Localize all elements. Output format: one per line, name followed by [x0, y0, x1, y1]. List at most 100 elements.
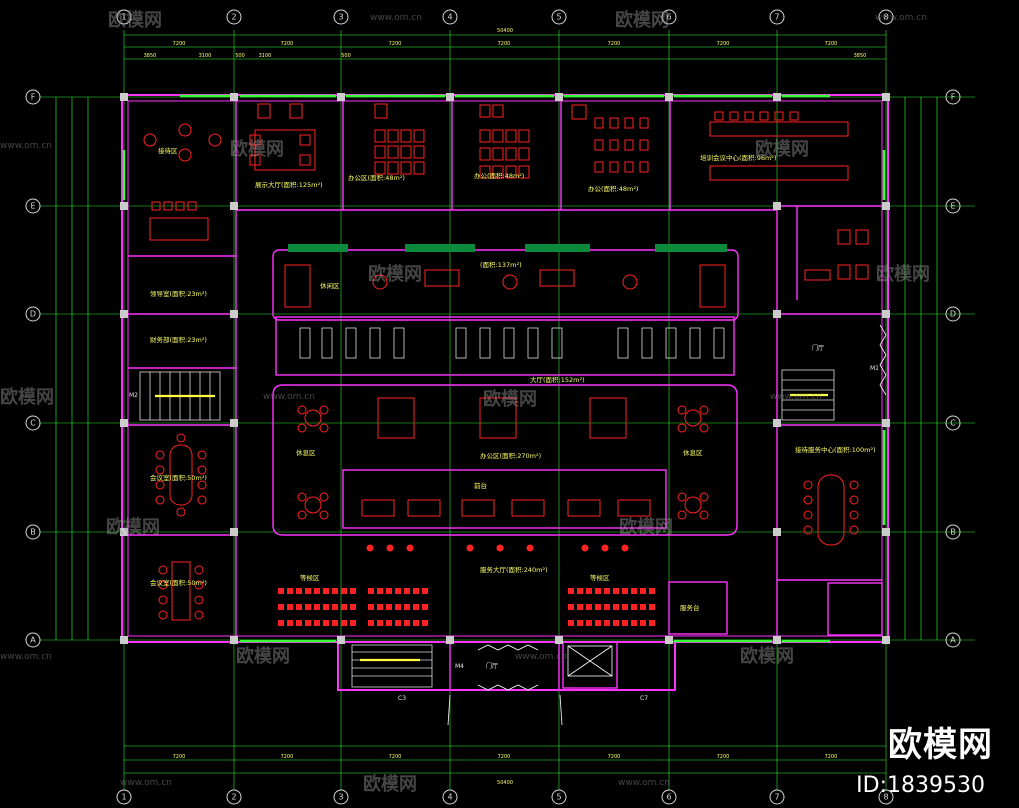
label-office-right: 办公(面积:48m²) [588, 184, 638, 193]
svg-text:www.om.cn: www.om.cn [0, 652, 52, 662]
furniture-top-rooms [143, 103, 849, 241]
svg-text:6: 6 [666, 793, 671, 802]
bottom-dim-3: 7200 [389, 754, 402, 760]
label-hall-152: 大厅(面积:152m²) [530, 375, 585, 384]
column-axis-bubbles-top: 1 2 3 4 5 6 7 8 [116, 9, 894, 25]
top-total-dim: 50400 [497, 28, 513, 34]
folding-door-right [879, 324, 887, 396]
top-sub-3: 500 [235, 53, 245, 59]
svg-text:1: 1 [121, 13, 126, 22]
toilets [804, 229, 869, 281]
svg-text:5: 5 [556, 13, 561, 22]
label-meeting-50-1: 会议室(面积:50m²) [150, 473, 207, 482]
svg-text:A: A [30, 636, 36, 645]
svg-text:欧模网: 欧模网 [0, 386, 54, 408]
svg-text:F: F [31, 93, 36, 102]
top-dim-4: 7200 [498, 41, 511, 47]
entrance-doors [447, 644, 563, 726]
brand-logo-text: 欧模网 [888, 725, 993, 765]
top-sub-14: 3850 [854, 53, 867, 59]
svg-text:B: B [30, 528, 36, 537]
top-sub-4: 3100 [259, 53, 272, 59]
label-service-counter: 服务台 [680, 603, 700, 612]
bottom-dim-5: 7200 [608, 754, 621, 760]
svg-text:www.om.cn: www.om.cn [618, 778, 670, 788]
label-office-mid: 办公(面积:48m²) [474, 171, 524, 180]
label-stair-c3: C3 [398, 695, 406, 702]
svg-text:3: 3 [338, 13, 343, 22]
brand-id-label: ID:1839530 [856, 773, 985, 798]
svg-text:8: 8 [883, 13, 888, 22]
top-dim-1: 7200 [173, 41, 186, 47]
bottom-dim-6: 7200 [717, 754, 730, 760]
furniture-central-top [284, 264, 726, 308]
svg-text:E: E [950, 202, 955, 211]
structural-columns [120, 93, 890, 644]
top-dim-5: 7200 [608, 41, 621, 47]
label-door-m1: M1 [870, 365, 879, 372]
svg-text:欧模网: 欧模网 [755, 138, 809, 160]
label-conference: 培训会议中心(面积:96m²) [700, 153, 776, 162]
svg-text:欧模网: 欧模网 [108, 9, 162, 31]
svg-text:www.om.cn: www.om.cn [770, 392, 822, 402]
windows [122, 94, 886, 643]
elevator [567, 645, 613, 677]
svg-text:E: E [30, 202, 35, 211]
top-dim-7: 7200 [825, 41, 838, 47]
dimension-lines [55, 34, 938, 774]
svg-text:7: 7 [774, 13, 779, 22]
bottom-total-dim: 50400 [497, 780, 513, 786]
watermarks: www.om.cn 欧模网 欧模网 欧模网 欧模网 欧模网 www.om.cn … [0, 9, 930, 795]
svg-text:欧模网: 欧模网 [615, 9, 669, 31]
svg-text:3: 3 [338, 793, 343, 802]
label-meeting-top: (面积:137m²) [480, 260, 522, 269]
svg-text:B: B [950, 528, 956, 537]
svg-text:欧模网: 欧模网 [619, 516, 673, 538]
label-meeting-50-2: 会议室(面积:50m²) [150, 578, 207, 587]
svg-text:欧模网: 欧模网 [876, 263, 930, 285]
svg-text:欧模网: 欧模网 [363, 773, 417, 795]
svg-text:www.om.cn: www.om.cn [263, 392, 315, 402]
file-cabinets [299, 327, 725, 359]
label-office-left: 办公区(面积:48m²) [348, 173, 405, 182]
label-lobby: 展示大厅(面积:125m²) [255, 180, 323, 189]
stair-handrails [155, 393, 828, 662]
top-sub-2: 3100 [199, 53, 212, 59]
svg-text:4: 4 [447, 793, 452, 802]
svg-text:欧模网: 欧模网 [368, 263, 422, 285]
svg-text:7: 7 [774, 793, 779, 802]
svg-text:www.om.cn: www.om.cn [370, 13, 422, 23]
svg-text:8: 8 [883, 793, 888, 802]
bottom-dim-4: 7200 [498, 754, 511, 760]
top-dim-3: 7200 [389, 41, 402, 47]
bottom-dim-2: 7200 [281, 754, 294, 760]
label-right-meeting: 接待服务中心(面积:100m²) [795, 445, 876, 454]
svg-text:欧模网: 欧模网 [230, 138, 284, 160]
label-gate-right: 门厅 [812, 344, 824, 352]
label-waiting-left: 等候区 [300, 573, 320, 582]
bottom-dim-7: 7200 [825, 754, 838, 760]
svg-text:www.om.cn: www.om.cn [875, 13, 927, 23]
svg-text:C: C [30, 419, 36, 428]
svg-text:2: 2 [231, 793, 236, 802]
label-office-270: 办公区(面积:270m²) [480, 451, 541, 460]
svg-text:D: D [30, 310, 36, 319]
label-hall-240: 服务大厅(面积:240m²) [480, 565, 548, 574]
top-dim-2: 7200 [281, 41, 294, 47]
svg-text:www.om.cn: www.om.cn [515, 652, 567, 662]
label-finance: 财务部(面积:23m²) [150, 335, 207, 344]
top-sub-1: 3850 [144, 53, 157, 59]
label-stair-c7: C7 [640, 695, 648, 702]
plants [288, 244, 727, 252]
top-dim-6: 7200 [717, 41, 730, 47]
svg-text:4: 4 [447, 13, 452, 22]
svg-text:F: F [951, 93, 956, 102]
label-gate: 门厅 [486, 662, 498, 670]
svg-text:1: 1 [121, 793, 126, 802]
furniture-lounge [297, 397, 859, 546]
top-sub-5: 500 [341, 53, 351, 59]
svg-text:欧模网: 欧模网 [483, 388, 537, 410]
svg-text:C: C [950, 419, 956, 428]
label-lounge-right: 休息区 [683, 448, 703, 457]
